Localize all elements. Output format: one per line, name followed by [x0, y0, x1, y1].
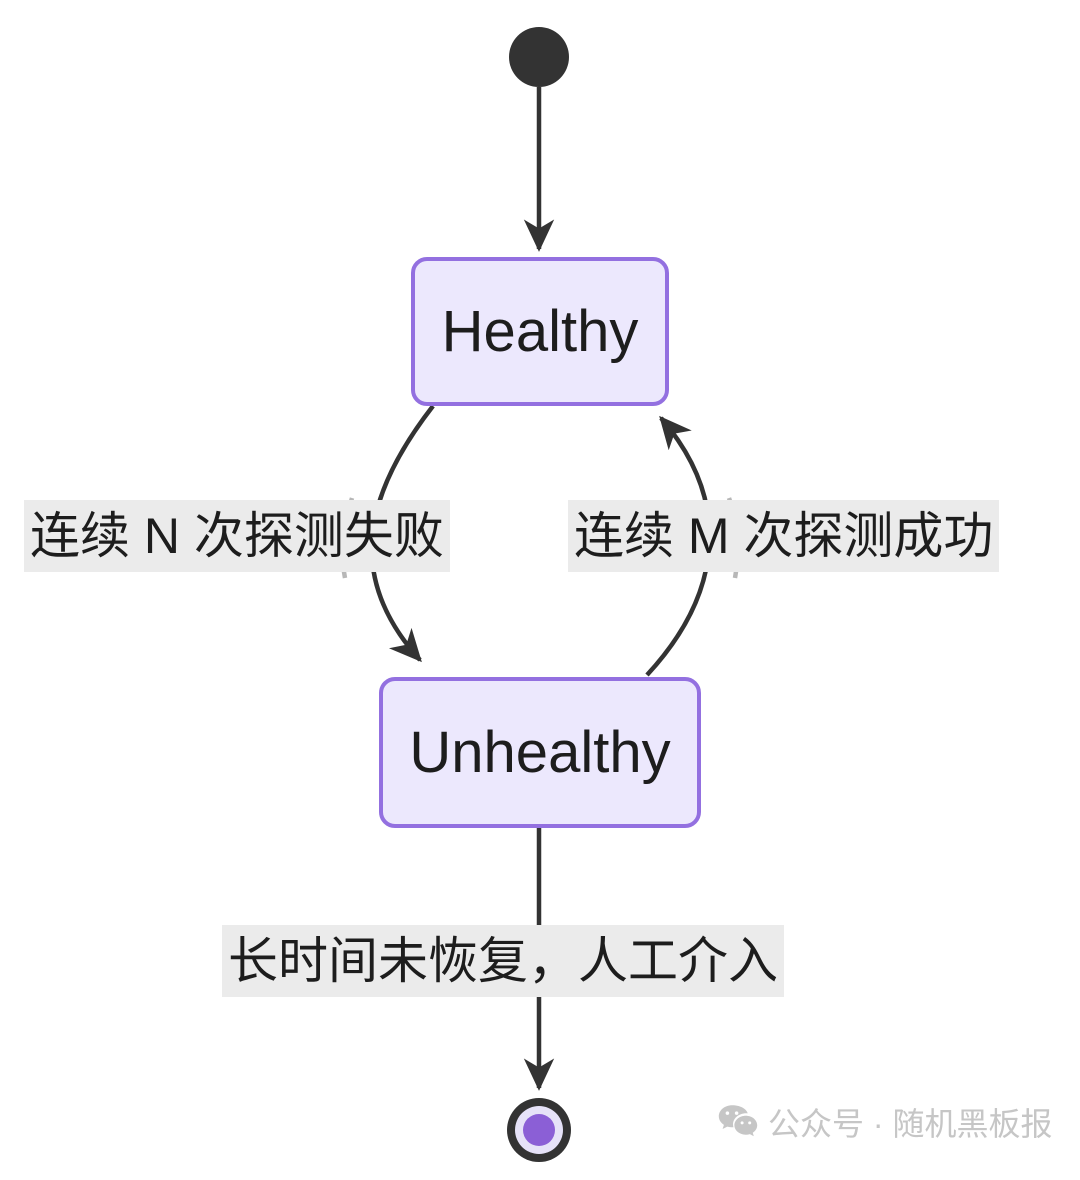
watermark: 公众号 · 随机黑板报 — [718, 1104, 1052, 1143]
state-node-healthy-label: Healthy — [441, 298, 639, 364]
state-node-unhealthy-label: Unhealthy — [409, 719, 671, 785]
edge-label-unhealthy-to-healthy: 连续 M 次探测成功 — [568, 500, 1000, 572]
state-node-healthy[interactable]: Healthy — [411, 257, 669, 406]
wechat-icon — [718, 1104, 758, 1143]
edge-label-unhealthy-to-end: 长时间未恢复，人工介入 — [222, 925, 784, 997]
state-node-unhealthy[interactable]: Unhealthy — [379, 677, 701, 828]
end-state-node — [507, 1098, 571, 1162]
edge-label-healthy-to-unhealthy: 连续 N 次探测失败 — [24, 500, 450, 572]
watermark-text: 公众号 · 随机黑板报 — [768, 1105, 1053, 1142]
start-state-node — [509, 27, 569, 87]
